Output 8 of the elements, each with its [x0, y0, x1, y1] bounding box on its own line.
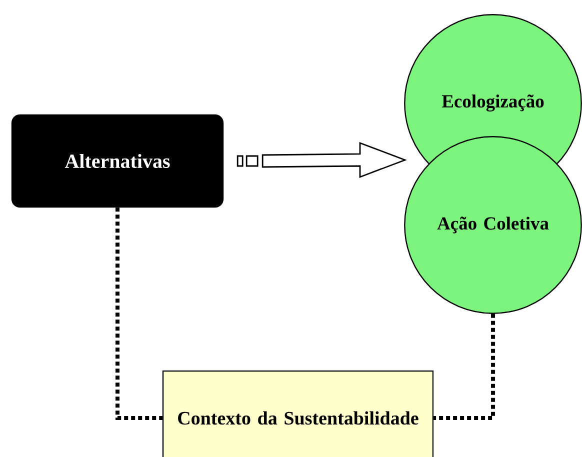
block-arrow	[236, 142, 407, 178]
node-label: Ação Coletiva	[437, 216, 549, 234]
dotted-connector	[116, 208, 162, 420]
node-label: Ecologização	[442, 94, 544, 112]
context-box: Contexto da Sustentabilidade	[162, 370, 434, 457]
dotted-connector	[434, 314, 495, 420]
process-box: Alternativas	[11, 114, 224, 208]
circle-node: Ação Coletiva	[404, 136, 582, 314]
